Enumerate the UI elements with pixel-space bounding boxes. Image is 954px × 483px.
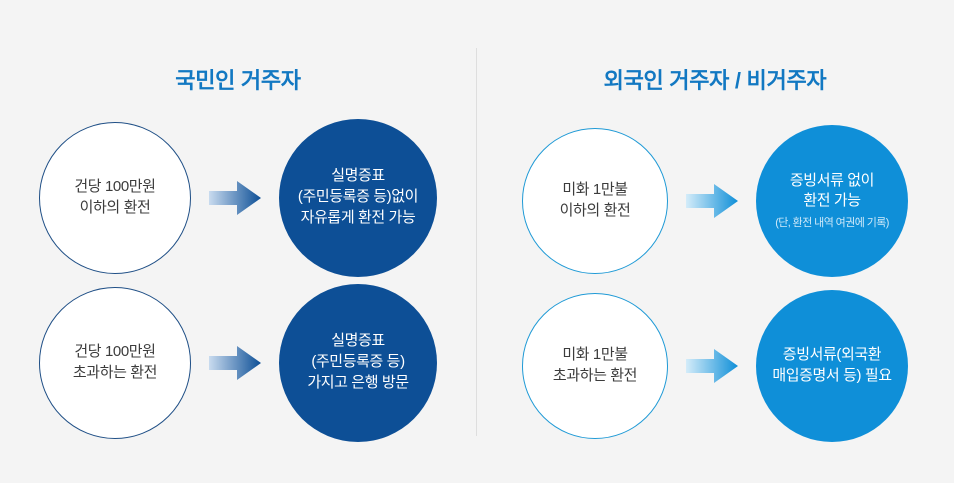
source-line: 미화 1만불 xyxy=(562,180,628,198)
panel-resident-national: 국민인 거주자 건당 100만원 이하의 환전 xyxy=(0,0,476,483)
result-line: (주민등록증 등) xyxy=(311,353,405,371)
source-line: 건당 100만원 xyxy=(74,342,156,360)
flow-row: 미화 1만불 이하의 환전 증빙서류 없이 환전 가능 xyxy=(476,118,954,283)
flow-row: 건당 100만원 이하의 환전 실명증표 (주민등록증 xyxy=(0,115,476,280)
result-line: 매입증명서 등) 필요 xyxy=(772,366,892,384)
source-circle: 미화 1만불 이하의 환전 xyxy=(522,127,668,274)
result-circle: 실명증표 (주민등록증 등) 가지고 은행 방문 xyxy=(279,283,437,442)
result-line: 증빙서류(외국환 xyxy=(782,345,882,363)
panel-title-left: 국민인 거주자 xyxy=(175,68,301,94)
result-circle: 증빙서류(외국환 매입증명서 등) 필요 xyxy=(756,289,908,442)
source-line: 이하의 환전 xyxy=(559,201,631,219)
panel-foreigner-resident-nonresident: 외국인 거주자 / 비거주자 미화 1만불 이하의 환전 xyxy=(476,0,954,483)
arrow-right-icon xyxy=(686,346,738,386)
result-line: 실명증표 xyxy=(331,167,385,185)
result-circle: 실명증표 (주민등록증 등)없이 자유롭게 환전 가능 xyxy=(279,118,437,277)
panel-divider xyxy=(476,48,477,436)
result-line: 가지고 은행 방문 xyxy=(307,373,409,391)
result-line: (주민등록증 등)없이 xyxy=(297,188,419,206)
flow-row: 건당 100만원 초과하는 환전 실명증표 (주민등록 xyxy=(0,280,476,445)
source-line: 건당 100만원 xyxy=(74,177,156,195)
arrow-right-icon xyxy=(209,178,261,218)
source-line: 이하의 환전 xyxy=(79,198,151,216)
source-line: 초과하는 환전 xyxy=(552,366,638,384)
flow-row: 미화 1만불 초과하는 환전 증빙서류(외국환 매입증 xyxy=(476,283,954,448)
source-circle: 미화 1만불 초과하는 환전 xyxy=(522,292,668,439)
result-line: 자유롭게 환전 가능 xyxy=(300,208,416,226)
source-circle: 건당 100만원 초과하는 환전 xyxy=(39,286,191,439)
source-line: 초과하는 환전 xyxy=(72,363,158,381)
source-line: 미화 1만불 xyxy=(562,345,628,363)
panel-title-right: 외국인 거주자 / 비거주자 xyxy=(603,68,827,94)
source-circle: 건당 100만원 이하의 환전 xyxy=(39,121,191,274)
arrow-right-icon xyxy=(209,343,261,383)
result-line: 환전 가능 xyxy=(803,192,861,210)
result-line: 증빙서류 없이 xyxy=(789,171,875,189)
result-circle: 증빙서류 없이 환전 가능 (단, 환전 내역 여권에 기록) xyxy=(756,124,908,277)
result-line: 실명증표 xyxy=(331,332,385,350)
result-note: (단, 환전 내역 여권에 기록) xyxy=(775,217,889,230)
arrow-right-icon xyxy=(686,181,738,221)
